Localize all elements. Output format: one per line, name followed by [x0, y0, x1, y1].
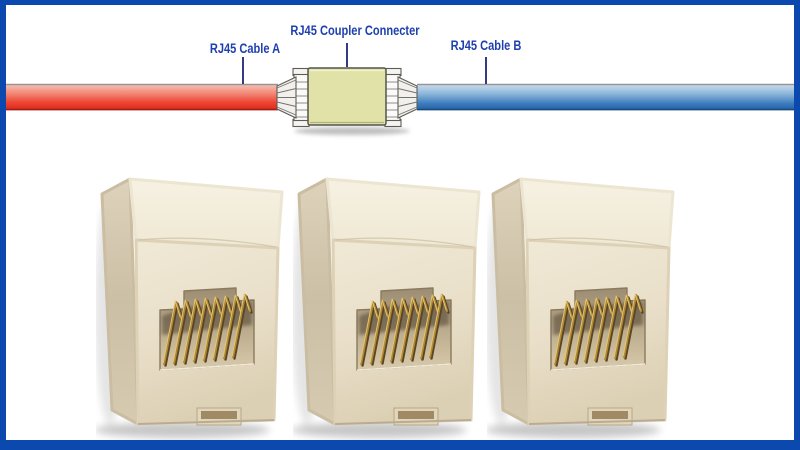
- frame-border-right: [794, 0, 800, 450]
- frame-border-bottom: [0, 440, 800, 450]
- frame-border-left: [0, 0, 6, 450]
- cable-b: [417, 83, 794, 111]
- rj45-coupler-photo-3: [487, 170, 679, 446]
- label-cable-b: RJ45 Cable B: [450, 38, 522, 53]
- plug-b: [383, 67, 418, 128]
- rj45-coupler-photo-2: [293, 170, 485, 446]
- cable-a: [6, 83, 278, 111]
- label-cable-a: RJ45 Cable A: [209, 41, 281, 56]
- frame-border-top: [0, 0, 800, 5]
- pointer-lines: [242, 43, 487, 84]
- label-coupler-connector: RJ45 Coupler Connecter: [290, 23, 420, 38]
- rj45-coupler-photo-1: [96, 170, 288, 446]
- coupler-shadow: [294, 127, 410, 135]
- coupler-body: [307, 67, 387, 126]
- coupler-schematic: [6, 43, 794, 135]
- plug-a: [276, 67, 311, 128]
